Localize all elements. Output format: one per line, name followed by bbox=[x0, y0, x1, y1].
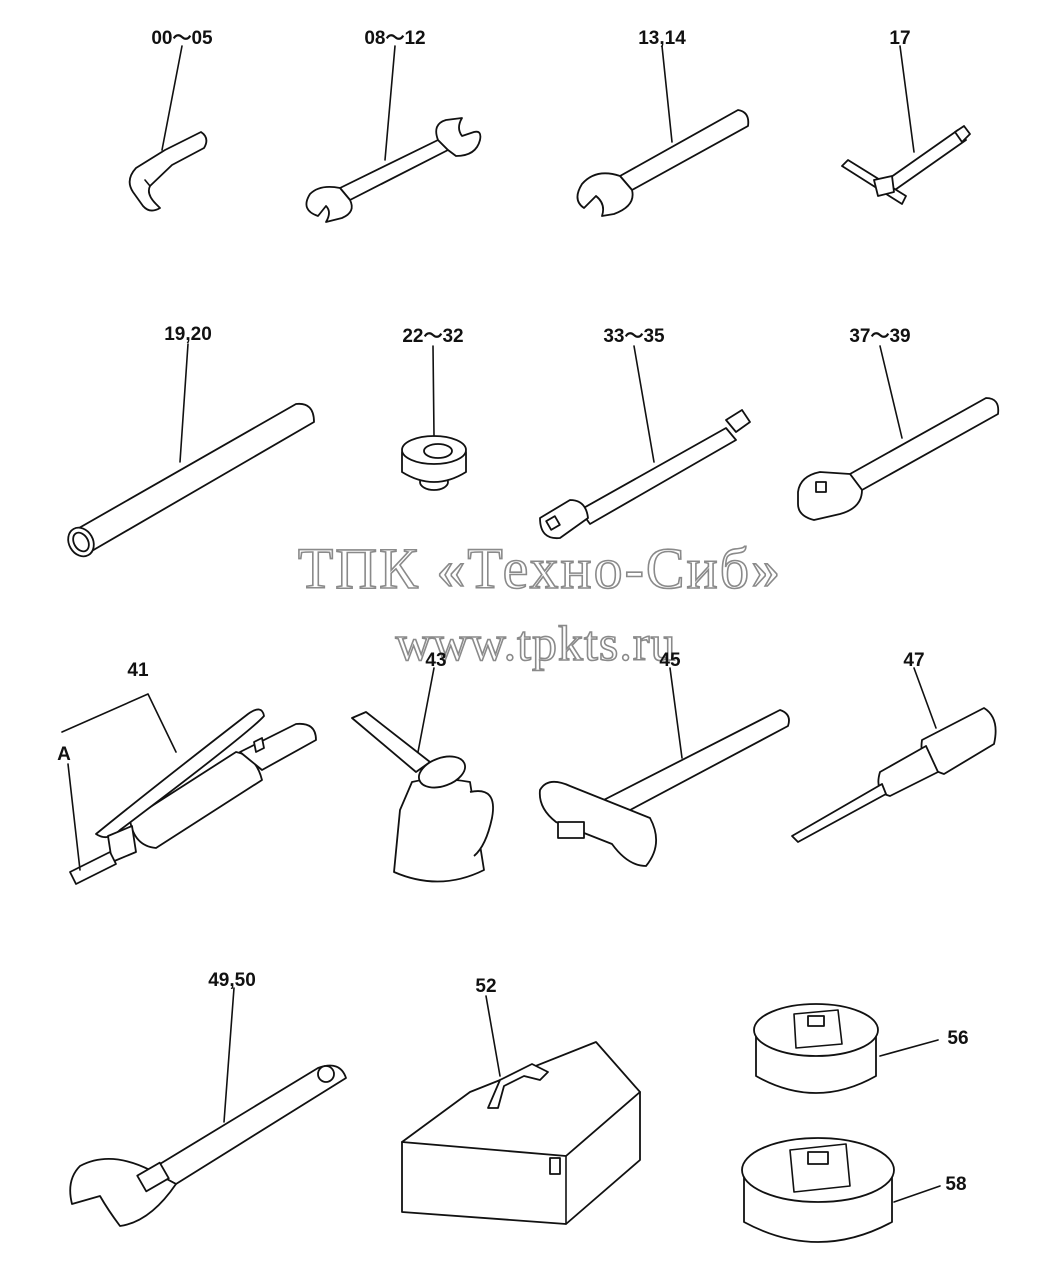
adjustable-wrench-drawing bbox=[69, 1064, 347, 1227]
leader-13-14 bbox=[661, 45, 673, 143]
leader-56 bbox=[879, 1039, 939, 1057]
leader-49-50 bbox=[223, 987, 235, 1123]
tool-box-drawing bbox=[401, 1041, 641, 1225]
label-00-05: 00～05 bbox=[151, 28, 213, 49]
grease-gun-drawing bbox=[69, 708, 317, 885]
filter-wrench-large-drawing bbox=[741, 1137, 895, 1243]
label-19-20: 19,20 bbox=[164, 324, 212, 345]
watermark-url: www.tpkts.ru bbox=[396, 615, 677, 671]
leader-00-05 bbox=[161, 45, 183, 151]
t-handle-socket-drawing bbox=[841, 125, 971, 205]
leader-43 bbox=[417, 667, 435, 753]
leader-41 bbox=[61, 693, 177, 753]
leader-41-a bbox=[67, 763, 81, 871]
label-56: 56 bbox=[947, 1028, 968, 1049]
watermark-company: ТПК «Техно-Сиб» bbox=[298, 536, 782, 601]
leader-19-20 bbox=[179, 343, 189, 463]
label-52: 52 bbox=[475, 976, 496, 997]
hex-key-drawing bbox=[128, 131, 208, 212]
oil-can-drawing bbox=[351, 711, 494, 883]
label-45: 45 bbox=[659, 650, 681, 671]
label-41: 41 bbox=[127, 660, 149, 681]
label-08-12: 08～12 bbox=[364, 28, 425, 49]
filter-wrench-small-drawing bbox=[753, 1003, 879, 1094]
label-41-detail: A bbox=[57, 744, 71, 765]
double-open-wrench-drawing bbox=[305, 117, 482, 223]
leader-47 bbox=[913, 667, 937, 729]
socket-drawing bbox=[401, 435, 467, 491]
label-13-14: 13,14 bbox=[638, 28, 686, 49]
leader-45 bbox=[669, 667, 683, 759]
ratchet-handle-drawing bbox=[797, 397, 1000, 521]
socket-extension-drawing bbox=[539, 409, 751, 540]
leader-58 bbox=[893, 1185, 941, 1203]
leader-33-35 bbox=[633, 345, 655, 463]
leader-22-32 bbox=[432, 345, 435, 437]
label-49-50: 49,50 bbox=[208, 970, 256, 991]
label-22-32: 22～32 bbox=[402, 326, 463, 347]
screwdriver-drawing bbox=[791, 707, 997, 843]
leader-52 bbox=[485, 995, 501, 1077]
label-43: 43 bbox=[425, 650, 446, 671]
single-open-wrench-drawing bbox=[576, 109, 750, 217]
leader-17 bbox=[899, 45, 915, 153]
label-37-39: 37～39 bbox=[849, 326, 910, 347]
label-58: 58 bbox=[945, 1174, 966, 1195]
hammer-drawing bbox=[538, 709, 790, 867]
label-33-35: 33～35 bbox=[603, 326, 665, 347]
label-17: 17 bbox=[889, 28, 910, 49]
label-47: 47 bbox=[903, 650, 924, 671]
extension-bar-drawing bbox=[67, 402, 315, 558]
leader-08-12 bbox=[384, 45, 396, 161]
leader-37-39 bbox=[879, 345, 903, 439]
